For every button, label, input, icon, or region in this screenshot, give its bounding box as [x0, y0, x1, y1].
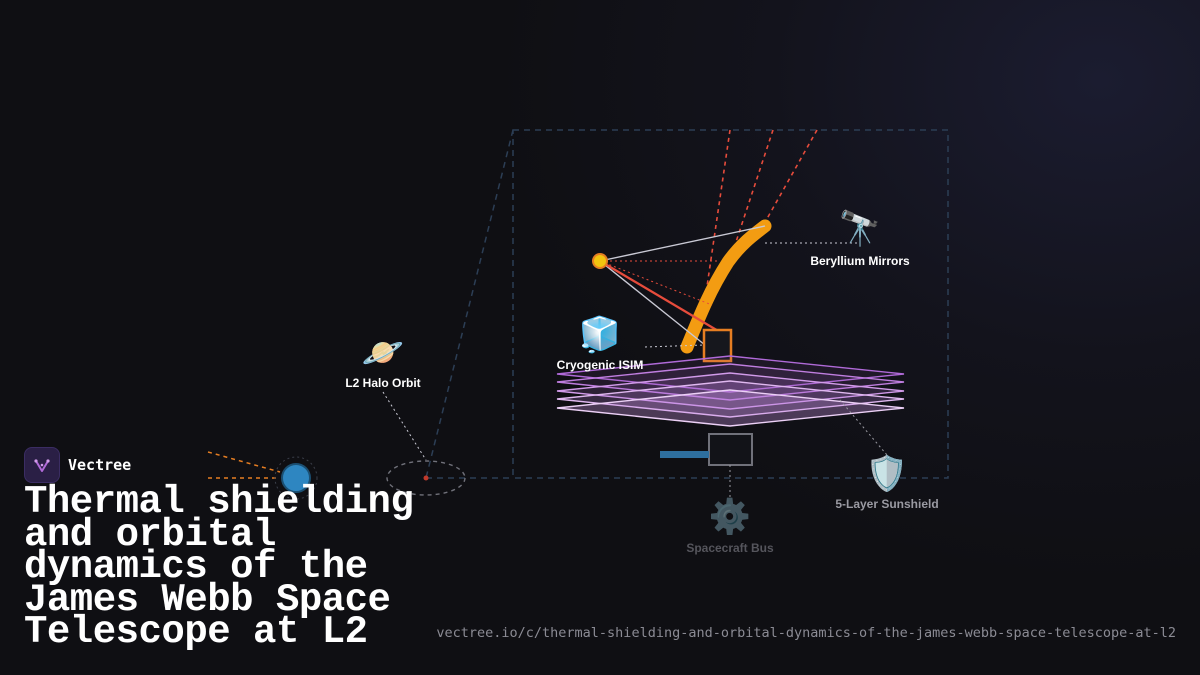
label-connectors — [382, 242, 888, 500]
brand: Vectree — [24, 447, 131, 483]
orbit-label: L2 Halo Orbit — [345, 376, 421, 390]
earth-icon — [281, 463, 311, 493]
ice-cube-icon: 🧊 — [578, 315, 622, 355]
spacecraft-bus-box — [708, 433, 753, 466]
sunshield-layers — [556, 355, 905, 427]
sunshield-layer-5 — [556, 389, 905, 427]
connector-sunshield — [839, 399, 888, 456]
telescope-icon: 🔭 — [838, 209, 882, 249]
sunshield-layer-1 — [556, 355, 905, 393]
connector-orbit — [382, 391, 427, 461]
sunshield-layer-2 — [556, 363, 905, 401]
halo-orbit-path — [386, 460, 466, 496]
primary-mirror-boom — [680, 219, 772, 354]
optic-line-bottom — [599, 260, 706, 346]
perspective-frame — [425, 129, 949, 479]
sun-ray-1 — [207, 451, 281, 473]
connector-isim — [644, 344, 705, 348]
secondary-mirror — [592, 253, 608, 269]
optic-dotted-2 — [599, 260, 713, 306]
frame-box — [512, 129, 949, 479]
frame-diagonal — [425, 129, 514, 479]
vectree-logo-icon — [24, 447, 60, 483]
gear-icon: ⚙️ — [708, 497, 752, 537]
sunshield-layer-3 — [556, 372, 905, 410]
bus-label: Spacecraft Bus — [686, 541, 774, 555]
l2-point — [423, 475, 429, 481]
page-title: Thermal shielding and orbital dynamics o… — [24, 480, 414, 654]
light-ray-2 — [729, 129, 774, 261]
brand-name: Vectree — [68, 456, 132, 474]
optic-line-top — [599, 225, 766, 262]
solar-panel — [660, 451, 709, 458]
shield-icon: 🛡️ — [865, 454, 909, 494]
earth-halo — [274, 456, 318, 500]
sunshield-layer-4 — [556, 380, 905, 418]
sunshield-label: 5-Layer Sunshield — [835, 497, 939, 511]
mirrors-label: Beryllium Mirrors — [810, 254, 910, 268]
optical-path — [599, 225, 766, 346]
ringed-planet-icon: 🪐 — [361, 333, 405, 373]
page-url[interactable]: vectree.io/c/thermal-shielding-and-orbit… — [436, 625, 1176, 641]
optic-line-red — [599, 260, 721, 333]
isim-label: Cryogenic ISIM — [556, 358, 644, 372]
sun-direction-rays — [207, 451, 281, 479]
